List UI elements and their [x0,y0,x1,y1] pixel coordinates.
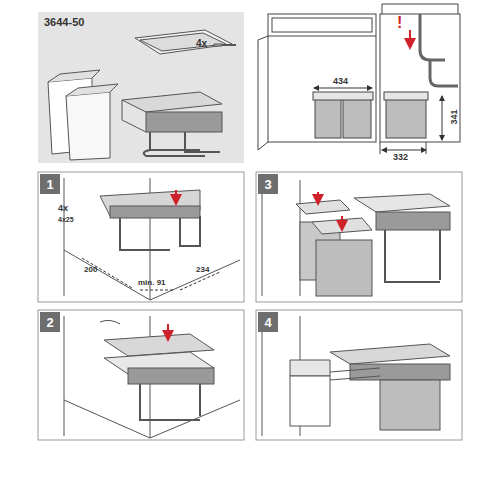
dimension-label: 341 [450,109,460,124]
dimension-label: 434 [333,77,348,87]
step-label: 3 [264,178,271,191]
dimension-label: 234 [196,266,209,275]
dimension-label: 200 [84,266,97,275]
dimension-label: 4x [58,204,68,214]
step-number: 2 [40,312,60,332]
step-label: 1 [46,178,53,191]
step-label: 4 [264,316,271,329]
dimension-label: 4x25 [58,216,74,224]
dimension-label: min. 91 [138,279,166,288]
dimension-label: 3644-50 [44,16,84,28]
warning-mark: ! [397,14,402,32]
step-number: 3 [258,174,278,194]
dimension-label: 4x [196,38,207,49]
step-label: 2 [46,316,53,329]
step-number: 4 [258,312,278,332]
dimension-label: 332 [393,153,408,163]
step-number: 1 [40,174,60,194]
